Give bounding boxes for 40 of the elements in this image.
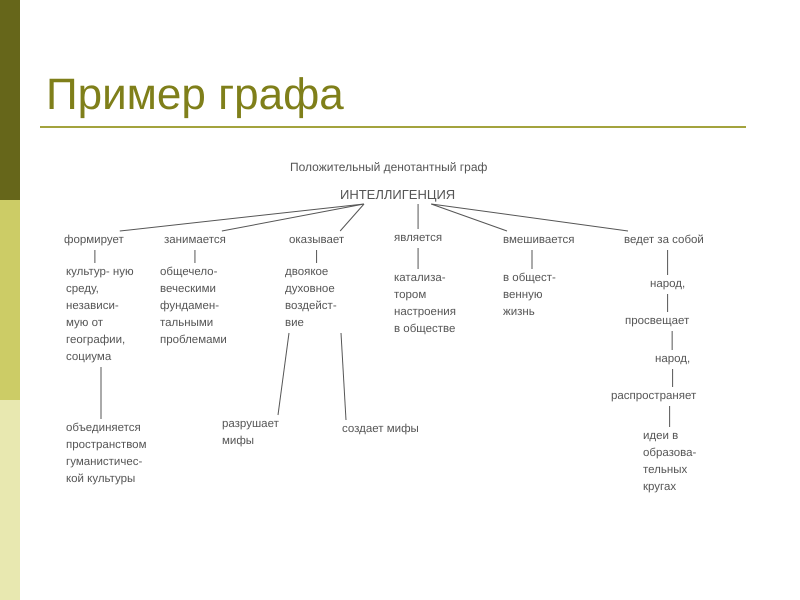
connector-line: [94, 250, 96, 264]
node-label: ведет за собой: [624, 233, 704, 248]
connector-line: [418, 204, 419, 230]
node-label: народ,: [650, 277, 686, 292]
connector-line: [418, 248, 419, 270]
connector-line: [340, 204, 364, 232]
node-label: народ,: [655, 352, 690, 367]
node-label: вмешивается: [503, 233, 574, 248]
connector-line: [672, 368, 674, 388]
node-label: формирует: [64, 233, 124, 248]
node-label: культур- ную среду, независи- мую от географии, социума: [66, 265, 135, 365]
node-label: объединяется пространством гуманистичес- кой культуры: [66, 421, 148, 487]
connector-line: [340, 332, 346, 420]
connector-line: [316, 250, 318, 264]
connector-line: [119, 204, 364, 232]
node-label: занимается: [164, 233, 226, 248]
node-label: просвещает: [625, 314, 690, 329]
connector-line: [278, 332, 290, 416]
connector-line: [221, 204, 364, 232]
node-label: создает мифы: [342, 422, 419, 437]
slide-title: Пример графа: [46, 70, 344, 120]
node-label: общечело- веческими фундамен- тальными проблемами: [160, 265, 228, 348]
connector-line: [430, 204, 628, 232]
node-label: в общест- венную жизнь: [503, 271, 557, 320]
connector-line: [667, 250, 668, 276]
node-label: разрушает мифы: [222, 417, 280, 449]
node-label: распространяет: [611, 389, 696, 404]
connector-line: [430, 204, 508, 232]
connector-line: [672, 330, 673, 350]
connector-line: [194, 250, 196, 264]
node-label: двоякое духовное воздейст- вие: [285, 265, 338, 331]
graph-caption: Положительный денотантный граф: [290, 160, 488, 174]
node-label: идеи в образова- тельных кругах: [643, 429, 698, 495]
node-label: катализа- тором настроения в обществе: [394, 271, 457, 337]
node-label: является: [394, 231, 442, 246]
connector-line: [669, 406, 670, 428]
connector-line: [100, 366, 102, 420]
node-label: оказывает: [289, 233, 344, 248]
root-node-label: ИНТЕЛЛИГЕНЦИЯ: [340, 186, 456, 203]
connector-line: [667, 294, 668, 312]
